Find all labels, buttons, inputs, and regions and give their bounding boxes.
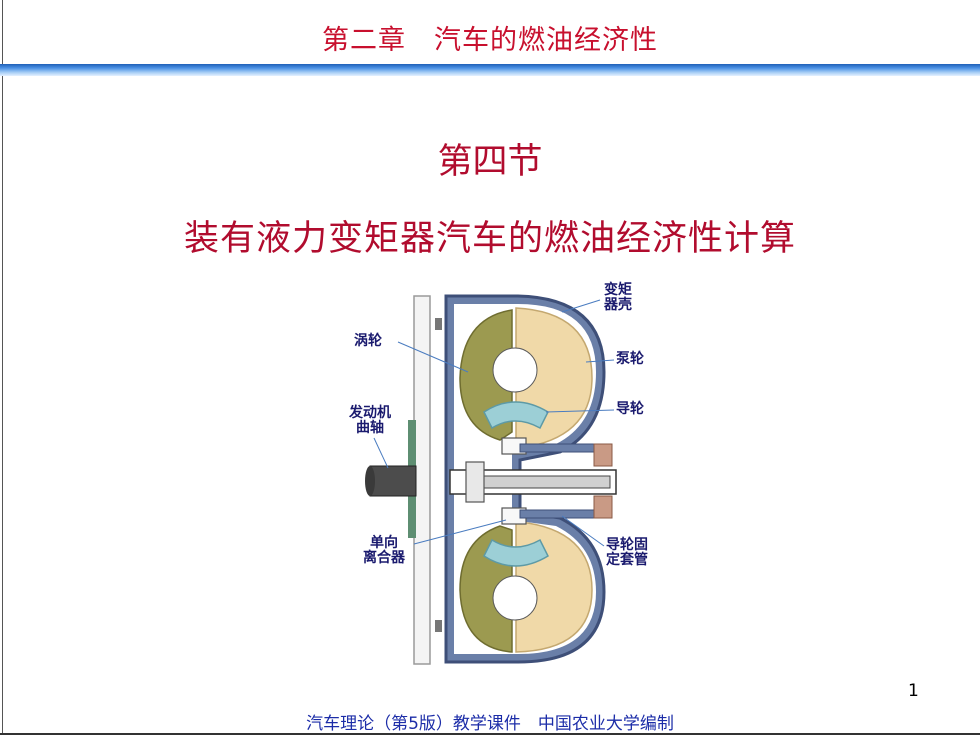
stator-sleeve-bottom [519, 509, 609, 519]
torus-hole-top [492, 347, 538, 393]
label-stator-sleeve-line1: 导轮固 [606, 537, 648, 553]
label-converter-housing-line1: 变矩 [604, 282, 632, 298]
output-shaft [449, 469, 617, 495]
label-stator-sleeve-line2: 定套管 [606, 552, 648, 568]
label-one-way-clutch-line2: 离合器 [363, 550, 405, 566]
hub [465, 461, 485, 503]
one-way-clutch-bottom [501, 507, 527, 525]
footer-text: 汽车理论（第5版）教学课件 中国农业大学编制 [306, 714, 674, 734]
section-title: 第四节 [437, 142, 543, 182]
stator-bottom [483, 538, 549, 567]
pump-bottom [515, 521, 593, 653]
leader-sleeve [561, 515, 605, 547]
slide-bottom-border [0, 733, 980, 735]
flex-plate [413, 295, 431, 665]
pump-top [515, 307, 593, 449]
chapter-title: 第二章 汽车的燃油经济性 [322, 25, 658, 56]
label-converter-housing-line2: 器壳 [604, 297, 632, 313]
leader-clutch [413, 519, 507, 545]
label-stator: 导轮 [616, 401, 644, 417]
leader-pump [585, 359, 615, 363]
label-one-way-clutch-line1: 单向 [370, 535, 398, 551]
output-shaft-core [469, 475, 611, 489]
converter-housing-inner [454, 304, 596, 654]
label-crankshaft: 发动机 曲轴 [349, 406, 391, 436]
label-one-way-clutch: 单向 离合器 [363, 536, 405, 566]
header-divider-bar [0, 64, 980, 76]
bolt-bottom [435, 620, 442, 632]
leader-turbine [397, 341, 469, 373]
label-crankshaft-line1: 发动机 [349, 405, 391, 421]
crankshaft-end [365, 466, 375, 496]
label-stator-sleeve: 导轮固 定套管 [606, 538, 648, 568]
turbine-top [459, 309, 513, 441]
label-converter-housing: 变矩 器壳 [604, 283, 632, 313]
leader-stator [545, 409, 615, 413]
label-pump: 泵轮 [616, 351, 644, 367]
stator-top [483, 401, 549, 430]
section-subtitle: 装有液力变矩器汽车的燃油经济性计算 [183, 219, 796, 259]
turbine-bottom [459, 525, 513, 653]
bolt-top [435, 318, 442, 330]
engine-crankshaft [369, 465, 417, 497]
label-turbine: 涡轮 [354, 333, 382, 349]
stator-sleeve-top [519, 443, 609, 453]
leader-crankshaft [373, 437, 389, 469]
transmission-case-bottom [593, 495, 613, 519]
flywheel-ring [408, 420, 416, 538]
label-crankshaft-line2: 曲轴 [356, 420, 384, 436]
torus-hole-bottom [492, 575, 538, 621]
one-way-clutch-top [501, 437, 527, 455]
transmission-case-top [593, 443, 613, 467]
slide-left-border [2, 0, 3, 735]
page-number: 1 [908, 681, 919, 701]
leader-housing [561, 299, 601, 313]
converter-housing [444, 294, 606, 664]
